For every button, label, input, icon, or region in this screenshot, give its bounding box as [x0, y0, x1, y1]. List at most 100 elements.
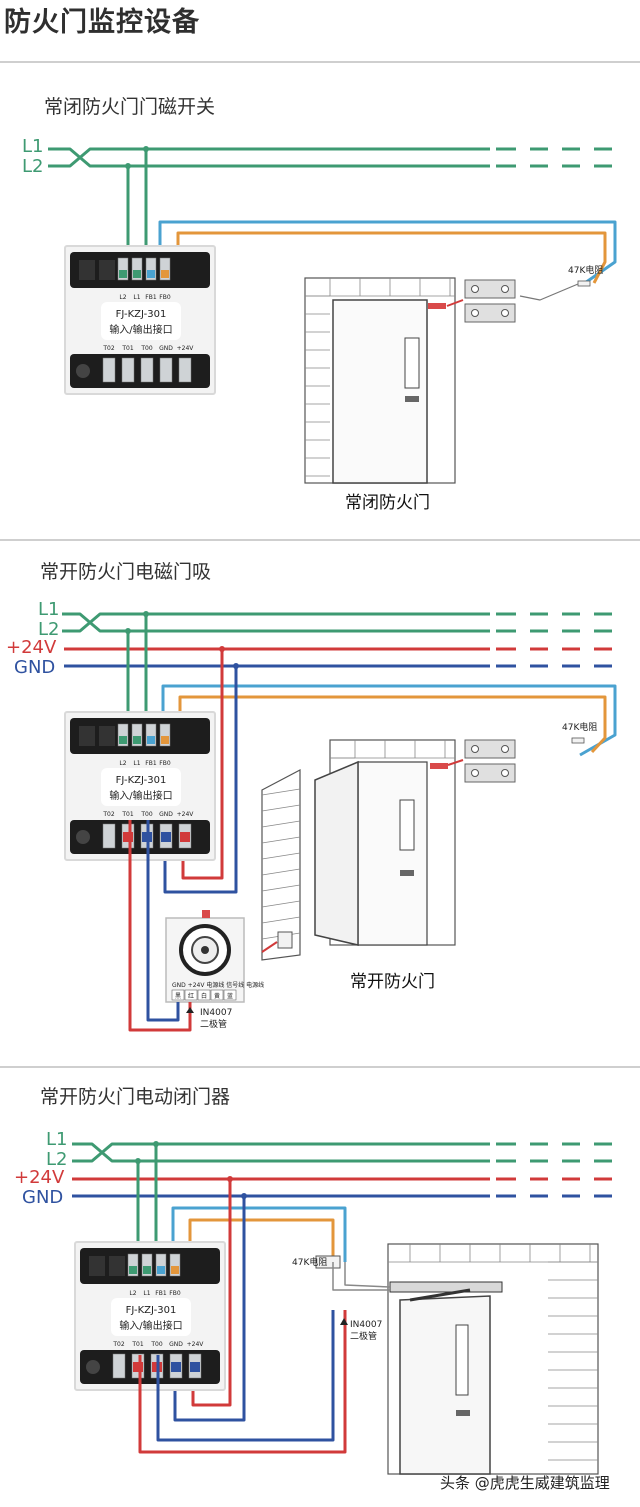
top-terminal-label: L2 [119, 760, 126, 767]
terminal-screw [145, 257, 157, 281]
holder-terminal [184, 989, 198, 1001]
bottom-terminal-label: +24V [177, 345, 195, 352]
bottom-terminal-label: +24V [177, 811, 195, 818]
terminal-slot [89, 1256, 105, 1276]
fire-door-with-closer [387, 1243, 599, 1475]
terminal-screw [155, 1253, 167, 1277]
holder-terminal-color: 白 [201, 992, 207, 1000]
magnet-on-door [428, 303, 446, 309]
terminal-screw [127, 1253, 139, 1277]
contact-screw [471, 285, 479, 293]
mount-hole [76, 364, 90, 378]
brick-line [261, 916, 301, 924]
resistor: 47K电阻 [568, 264, 603, 287]
terminal-slot [99, 260, 115, 280]
module-model: FJ-KZJ-301 [116, 775, 167, 786]
terminal-screw [141, 1253, 153, 1277]
wire-holder-t01 [128, 820, 192, 1032]
bottom-terminal-label: T00 [140, 345, 152, 352]
resistor-body [571, 737, 585, 744]
bottom-terminal-label: GND [159, 345, 173, 352]
mount-hole [86, 1360, 100, 1374]
brick-line [261, 836, 301, 844]
wire-l1 [62, 612, 490, 633]
wire-label-l2: L2 [38, 619, 59, 640]
fire-door [314, 739, 456, 946]
brick-line [261, 900, 301, 908]
arrow [447, 759, 464, 766]
wire-l1 [48, 147, 490, 168]
door-leaf [332, 299, 428, 484]
terminal-screw [102, 357, 116, 383]
terminal-screw [178, 357, 192, 383]
watermark: 头条 @虎虎生威建筑监理 [440, 1474, 610, 1492]
door-window [455, 1324, 469, 1396]
brick-wall [261, 769, 301, 961]
brick-line [261, 884, 301, 892]
terminal-wire-end [161, 832, 171, 842]
module-label-card [101, 768, 181, 806]
door-handle [456, 1410, 470, 1416]
module-desc: 输入/输出接口 [109, 323, 172, 336]
bottom-terminal-label: T02 [102, 345, 114, 352]
wire-l1 [72, 1142, 490, 1163]
section-title: 常闭防火门门磁开关 [44, 96, 215, 118]
wire-label-24v: +24V [6, 637, 57, 658]
contact-body [464, 739, 516, 759]
resistor-label: 47K电阻 [292, 1256, 327, 1268]
terminal-wire-end [147, 736, 155, 744]
top-terminal-label: FB0 [159, 760, 171, 767]
brick-line [261, 788, 301, 796]
module-desc: 输入/输出接口 [119, 1319, 182, 1332]
resistor-label: 47K电阻 [568, 264, 603, 276]
wire-label-l2: L2 [46, 1149, 67, 1170]
diode-symbol [340, 1318, 348, 1325]
terminal-screw [117, 723, 129, 747]
mount-hole [76, 830, 90, 844]
bottom-terminal-label: GND [169, 1341, 183, 1348]
terminal-screw [102, 823, 116, 849]
terminal-wire-end [123, 832, 133, 842]
bottom-terminal-label: T01 [131, 1341, 143, 1348]
bottom-terminal-label: T02 [112, 1341, 124, 1348]
terminal-slot [79, 260, 95, 280]
contact-screw [471, 769, 479, 777]
diode-desc: 二极管 [200, 1018, 227, 1030]
bottom-terminal-label: T02 [102, 811, 114, 818]
wall-face [261, 769, 301, 961]
resistor: 47K电阻 [562, 721, 597, 744]
top-terminal-label: FB0 [159, 294, 171, 301]
door-window [399, 799, 415, 851]
terminal-screw [145, 723, 157, 747]
top-terminal-label: FB1 [155, 1290, 167, 1297]
terminal-wire-end [119, 270, 127, 278]
closer-cable [344, 1262, 391, 1288]
wire-fb1 [171, 1206, 347, 1262]
terminal-wire-end [171, 1362, 181, 1372]
top-terminal-label: FB1 [145, 294, 157, 301]
module-model: FJ-KZJ-301 [126, 1305, 177, 1316]
terminal-screw [112, 1353, 126, 1379]
terminal-screw [140, 357, 154, 383]
door-armature [277, 931, 293, 949]
diode-symbol [186, 1007, 194, 1013]
terminal-wire-end [180, 832, 190, 842]
terminal-screw [159, 357, 173, 383]
terminal-screw [117, 257, 129, 281]
module-label-card [111, 1298, 191, 1336]
terminal-wire-end [171, 1266, 179, 1274]
contact-screw [501, 769, 509, 777]
brick-line [261, 852, 301, 860]
contact-screw [501, 285, 509, 293]
closer-cable [332, 1262, 390, 1291]
arrow [261, 941, 278, 953]
contact-screw [501, 745, 509, 753]
holder-magnet-core [201, 946, 209, 954]
contact-screw [501, 309, 509, 317]
door-handle [400, 870, 414, 876]
